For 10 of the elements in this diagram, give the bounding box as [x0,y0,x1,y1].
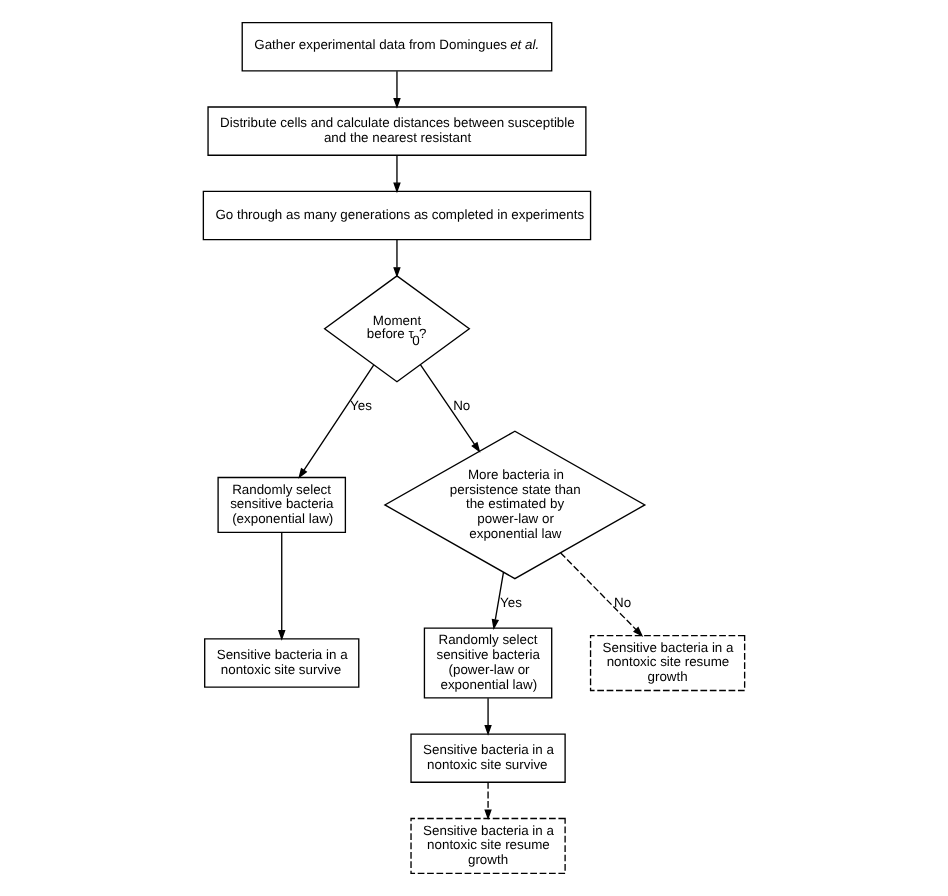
arrow [298,364,375,479]
arrow [484,781,492,821]
arrow [560,552,644,637]
arrow [393,155,401,194]
arrow [277,532,286,641]
arrow [491,571,505,630]
arrow [419,364,481,453]
arrow [393,70,401,109]
arrow [484,697,492,736]
arrow [393,239,401,278]
